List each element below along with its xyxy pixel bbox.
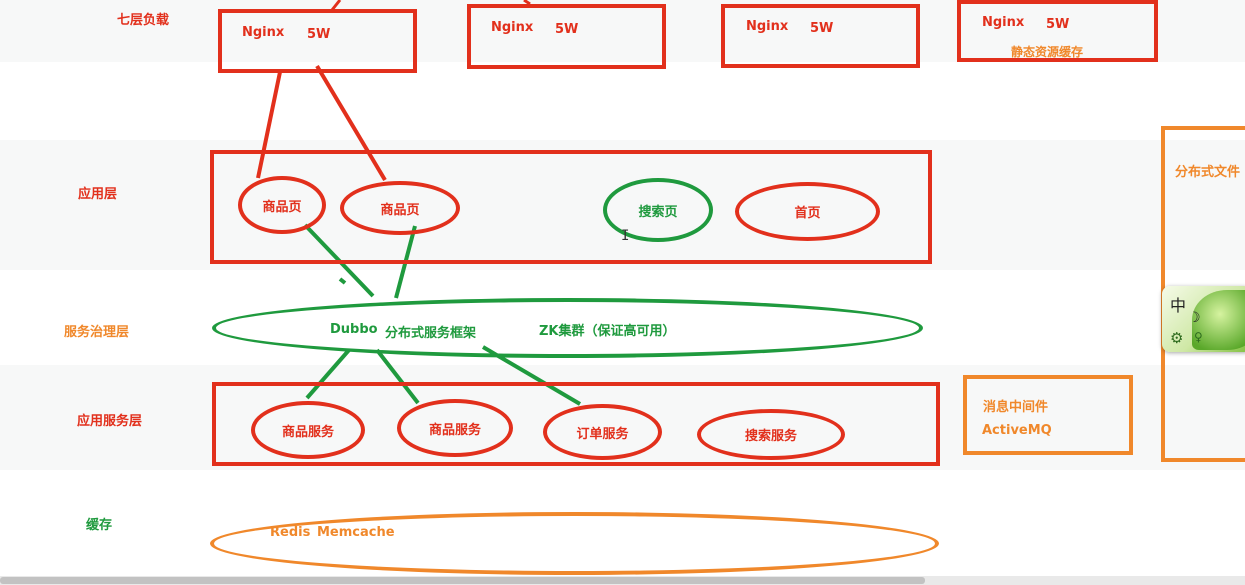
nginx-capacity: 5W — [555, 22, 579, 37]
connector-nginx-page2 — [315, 64, 387, 182]
service-3: 订单服务 — [543, 404, 662, 460]
layer-label-cache: 缓存 — [86, 518, 113, 533]
dfs-title: 分布式文件 — [1175, 165, 1241, 180]
nginx-capacity: 5W — [307, 27, 331, 42]
nginx-box-3: Nginx 5W — [721, 4, 920, 68]
text-cursor-icon: I — [621, 228, 630, 244]
nginx-capacity: 5W — [1046, 17, 1070, 32]
nginx-name: Nginx — [242, 25, 285, 40]
cache-ellipse — [210, 512, 939, 575]
nginx-box-1: Nginx 5W — [218, 9, 417, 73]
layer-label-app: 应用层 — [78, 187, 118, 202]
mq-box: 消息中间件 ActiveMQ — [963, 375, 1133, 455]
gear-icon[interactable]: ⚙ — [1170, 329, 1184, 347]
pin-icon[interactable]: ♀ — [1194, 330, 1203, 344]
connector-dubbo-svc2 — [375, 348, 420, 405]
scrollbar-thumb[interactable] — [0, 577, 925, 584]
service-layer-box — [212, 382, 940, 466]
ime-toolbar[interactable]: 中 ☽ ⚙ ♀ — [1162, 286, 1245, 352]
service-1: 商品服务 — [251, 401, 365, 459]
layer-label-l7: 七层负载 — [117, 13, 170, 28]
app-page-1: 商品页 — [238, 176, 326, 234]
layer-label-service: 应用服务层 — [77, 414, 143, 429]
connector-dubbo-svc1 — [305, 348, 351, 400]
connector-nginx-page1 — [256, 71, 282, 179]
nginx-box-4: Nginx 5W 静态资源缓存 — [957, 0, 1158, 62]
nginx-note: 静态资源缓存 — [1011, 45, 1084, 59]
moon-icon[interactable]: ☽ — [1188, 310, 1201, 326]
band-1 — [0, 0, 1245, 62]
app-layer-box — [210, 150, 932, 264]
dubbo-ellipse — [212, 298, 923, 358]
cache-redis-label: Redis — [270, 525, 311, 540]
ime-language-icon[interactable]: 中 — [1170, 296, 1187, 315]
app-page-home: 首页 — [735, 182, 880, 241]
nginx-capacity: 5W — [810, 21, 834, 36]
service-2: 商品服务 — [397, 399, 513, 457]
mq-title: 消息中间件 — [983, 400, 1049, 415]
nginx-box-2: Nginx 5W — [467, 4, 666, 69]
app-page-2: 商品页 — [340, 181, 460, 235]
nginx-name: Nginx — [746, 19, 789, 34]
layer-label-governance: 服务治理层 — [64, 325, 130, 340]
app-page-search: 搜索页 — [603, 178, 713, 242]
nginx-name: Nginx — [982, 15, 1025, 30]
cache-memcache-label: Memcache — [317, 525, 395, 540]
connector-top-2 — [523, 0, 531, 6]
mq-name: ActiveMQ — [982, 423, 1052, 438]
dubbo-framework-label: 分布式服务框架 — [385, 326, 477, 341]
nginx-name: Nginx — [491, 20, 534, 35]
zk-cluster-label: ZK集群（保证高可用） — [539, 324, 676, 339]
connector-top — [330, 0, 342, 11]
leaf-icon — [1192, 290, 1245, 350]
connector-dot — [338, 277, 347, 285]
dubbo-label: Dubbo — [330, 322, 378, 337]
service-4: 搜索服务 — [697, 409, 845, 460]
horizontal-scrollbar[interactable] — [0, 576, 1245, 585]
